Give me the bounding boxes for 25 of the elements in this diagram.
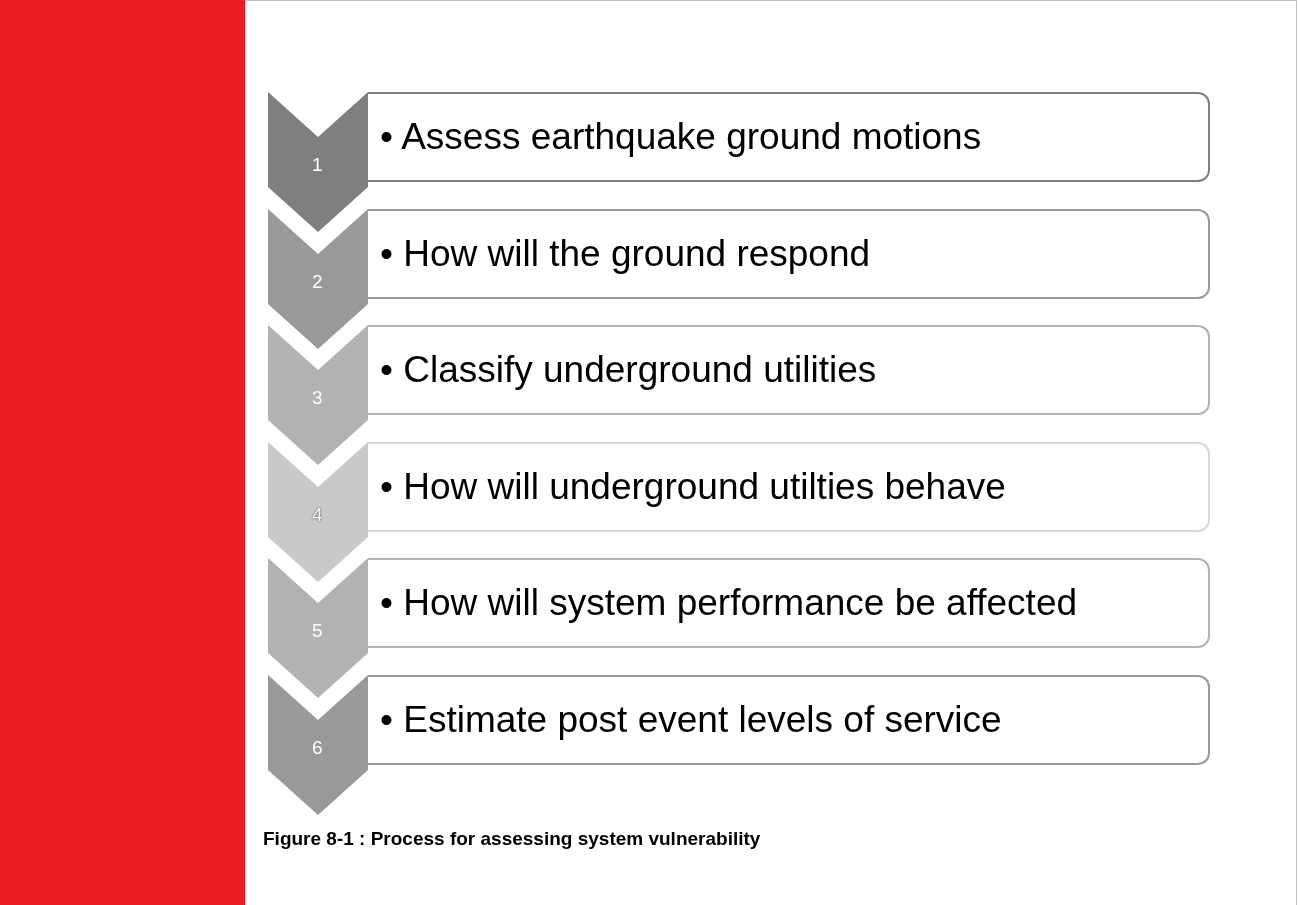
side-band xyxy=(0,0,246,905)
step-text: • How will system performance be affected xyxy=(380,582,1078,625)
step-number: 2 xyxy=(312,270,323,293)
chevron-step xyxy=(268,675,368,815)
figure-caption: Figure 8-1 : Process for assessing system vulnerability xyxy=(263,828,761,850)
step-text: • How will underground utilties behave xyxy=(380,465,1006,508)
step-text: • Classify underground utilities xyxy=(380,349,877,392)
chevron-step xyxy=(268,208,368,349)
step-number: 5 xyxy=(312,620,323,643)
step-box xyxy=(368,675,1210,765)
step-number: 1 xyxy=(312,154,323,176)
step-text: • Assess earthquake ground motions xyxy=(380,116,982,158)
chevron-step xyxy=(268,441,368,582)
step-number: 3 xyxy=(312,387,323,410)
chevron-step xyxy=(268,558,368,699)
step-text: • How will the ground respond xyxy=(380,232,871,275)
step-box xyxy=(368,558,1210,649)
chevron-step xyxy=(268,92,368,232)
step-box xyxy=(368,208,1210,299)
step-box xyxy=(368,92,1210,182)
chevron-step xyxy=(268,325,368,466)
step-number: 6 xyxy=(312,737,323,759)
step-box xyxy=(368,325,1210,416)
step-box xyxy=(368,441,1210,532)
step-text: • Estimate post event levels of service xyxy=(380,699,1002,741)
